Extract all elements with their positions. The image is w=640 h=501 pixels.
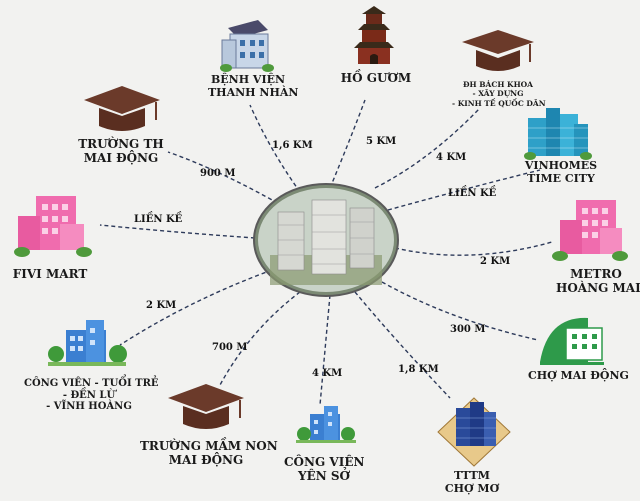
connector-bach-khoa xyxy=(374,107,481,189)
mall-icon xyxy=(437,397,511,467)
label-benh-vien-line2: THANH NHÀN xyxy=(208,85,299,99)
label-bach-khoa: ĐH BÁCH KHOA - XÂY DỰNG - KINH TẾ QUỐC D… xyxy=(452,80,546,108)
distance-fivi: LIỀN KỀ xyxy=(134,214,183,225)
label-tttm-line1: TTTM xyxy=(454,469,490,482)
label-bach-khoa-line1: ĐH BÁCH KHOA xyxy=(462,80,534,89)
label-cong-vien-ys: CÔNG VIÊN YÊN SỞ xyxy=(284,455,365,484)
connector-fivi xyxy=(99,224,256,239)
label-mam-non-line2: MAI ĐỘNG xyxy=(168,452,244,467)
label-bach-khoa-line2: - XÂY DỰNG xyxy=(472,89,524,99)
connector-metro xyxy=(394,241,553,256)
label-metro-line1: METRO xyxy=(570,267,622,281)
label-ho-guom: HỒ GƯƠM xyxy=(338,71,414,86)
distance-vinhomes: LIỀN KỀ xyxy=(448,188,497,199)
hospital-building-icon xyxy=(220,20,274,72)
distance-mam-non: 700 M xyxy=(212,342,248,353)
distance-cho-mai-dong: 300 M xyxy=(450,324,486,335)
label-ho-guom-line1: HỒ GƯƠM xyxy=(340,71,412,85)
distance-cong-vien-tt: 2 KM xyxy=(146,300,177,311)
label-fivi-line1: FIVI MART xyxy=(12,267,88,281)
connector-tttm xyxy=(354,291,451,399)
park-building-icon-tuoi-tre xyxy=(48,320,127,366)
distance-tttm: 1,8 KM xyxy=(398,364,439,375)
graduation-cap-icon-truong-th xyxy=(84,86,160,131)
center-project-image xyxy=(253,183,399,297)
distance-bach-khoa: 4 KM xyxy=(436,152,467,163)
label-cong-vien-ys-line2: YÊN SỞ xyxy=(298,468,350,483)
label-benh-vien-line1: BỆNH VIỆN xyxy=(210,73,286,86)
connector-cong-vien-tt xyxy=(119,269,273,346)
label-vinhomes-line2: TIME CITY xyxy=(527,171,595,185)
connector-cong-vien-ys xyxy=(319,294,331,406)
connector-mam-non xyxy=(219,291,301,386)
metro-pink-building-icon xyxy=(552,200,628,261)
connector-benh-vien xyxy=(249,104,301,193)
label-truong-th: TRƯỜNG TH MAI ĐỘNG xyxy=(76,137,166,166)
vinhomes-tower-icon xyxy=(524,108,592,160)
label-tttm: TTTM CHỢ MƠ xyxy=(432,469,512,495)
distance-cong-vien-ys: 4 KM xyxy=(312,368,343,379)
connector-ho-guom xyxy=(329,99,366,189)
label-vinhomes-line1: VINHOMES xyxy=(524,159,598,172)
label-mam-non-line1: TRƯỜNG MẦM NON xyxy=(140,439,278,453)
fivi-pink-building-icon xyxy=(14,196,92,257)
connector-vinhomes xyxy=(387,169,541,211)
label-mam-non: TRƯỜNG MẦM NON MAI ĐỘNG xyxy=(140,439,278,468)
distance-truong-th: 900 M xyxy=(200,168,236,179)
label-metro: METRO HOÀNG MAI xyxy=(556,267,640,296)
label-benh-vien: BỆNH VIỆN THANH NHÀN xyxy=(208,73,299,99)
label-cong-vien-ys-line1: CÔNG VIÊN xyxy=(284,455,365,469)
distance-ho-guom: 5 KM xyxy=(366,136,397,147)
graduation-cap-icon-mam-non xyxy=(168,384,244,429)
connector-truong-th xyxy=(167,151,291,211)
label-vinhomes: VINHOMES TIME CITY xyxy=(518,159,604,185)
distance-benh-vien: 1,6 KM xyxy=(272,140,313,151)
connector-cho-mai-dong xyxy=(381,281,539,341)
market-icon xyxy=(540,317,604,365)
park-building-icon-yen-so xyxy=(296,406,356,443)
label-metro-line2: HOÀNG MAI xyxy=(556,280,640,295)
label-cong-vien-tt-line3: - VĨNH HOÀNG xyxy=(46,401,132,412)
label-cho-mai-dong-line1: CHỢ MAI ĐỘNG xyxy=(528,369,629,382)
label-cho-mai-dong: CHỢ MAI ĐỘNG xyxy=(528,369,629,383)
pagoda-icon xyxy=(354,6,394,64)
label-truong-th-line2: MAI ĐỘNG xyxy=(83,150,159,165)
label-cong-vien-tt-line2: - ĐỀN LỪ xyxy=(62,389,116,401)
label-truong-th-line1: TRƯỜNG TH xyxy=(78,137,164,151)
label-cong-vien-tt: CÔNG VIÊN - TUỔI TRẺ - ĐỀN LỪ - VĨNH HOÀ… xyxy=(24,378,159,413)
distance-metro: 2 KM xyxy=(480,256,511,267)
label-tttm-line2: CHỢ MƠ xyxy=(444,481,500,495)
graduation-cap-icon-bach-khoa xyxy=(462,30,534,71)
label-fivi: FIVI MART xyxy=(10,267,90,282)
label-cong-vien-tt-line1: CÔNG VIÊN - TUỔI TRẺ xyxy=(24,378,159,389)
label-bach-khoa-line3: - KINH TẾ QUỐC DÂN xyxy=(452,98,546,108)
